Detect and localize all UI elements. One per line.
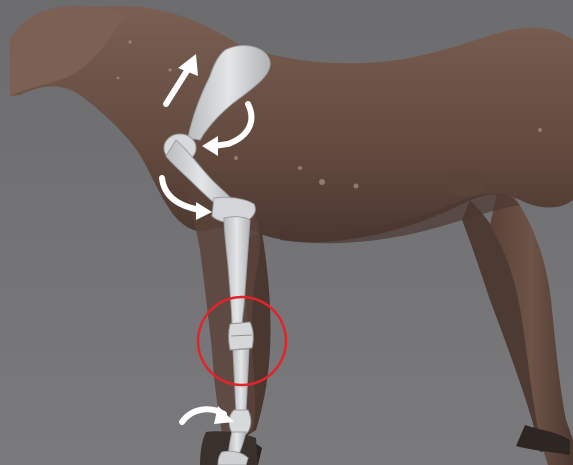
sheath <box>446 169 486 197</box>
cannon-bone <box>233 349 249 412</box>
